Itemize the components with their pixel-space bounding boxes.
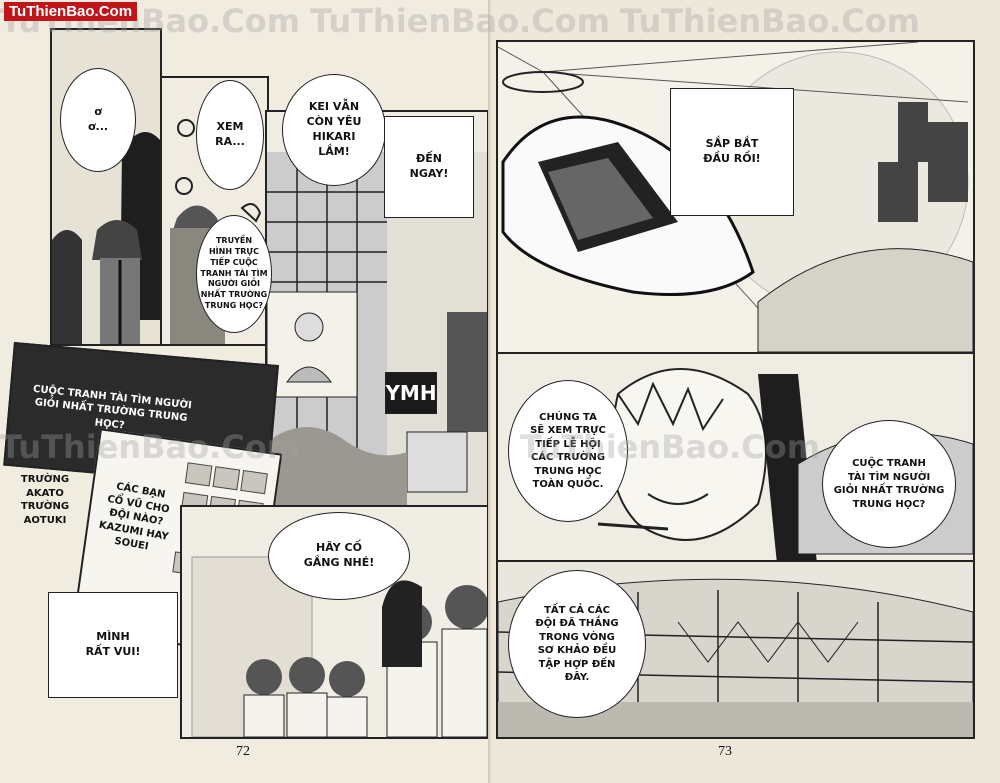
caption-sap-bat-dau: SẮP BẮT ĐẦU RỒI!	[670, 88, 794, 216]
speech-bubble-kei: KEI VẪN CÒN YÊU HIKARI LẮM!	[282, 74, 386, 186]
caption-cac-ban: CÁC BẠN CỔ VŨ CHO ĐỘI NÀO? KAZUMI HAY SO…	[98, 481, 171, 553]
speech-bubble-tat-ca: TẤT CẢ CÁC ĐỘI ĐÃ THẮNG TRONG VÒNG SƠ KH…	[508, 570, 646, 718]
caption-truong-akato: TRƯỜNG AKATO TRƯỜNG AOTUKI	[20, 474, 70, 526]
caption-den-ngay: ĐẾN NGAY!	[384, 116, 474, 218]
page-number-right: 73	[718, 744, 732, 759]
speech-bubble-truyen-hinh: TRUYỀN HÌNH TRỰC TIẾP CUỘC TRANH TÀI TÌM…	[196, 215, 272, 333]
site-brand-logo[interactable]: TuThienBao.Com	[4, 2, 138, 21]
speech-bubble-chung-ta: CHÚNG TA SẼ XEM TRỰC TIẾP LỄ HỘI CÁC TRƯ…	[508, 380, 628, 522]
speech-bubble-hay-co: HÃY CỐ GẮNG NHÉ!	[268, 512, 410, 600]
left-page: ơ ơ... XEM RA... TRUYỀN HÌNH TRỰC TIẾP C…	[0, 0, 492, 783]
speech-bubble-xem-ra: XEM RA...	[196, 80, 264, 190]
ymh-sign: YMH	[385, 372, 437, 414]
speech-bubble-o: ơ ơ...	[60, 68, 136, 172]
caption-minh-rat-vui: MÌNH RẤT VUI!	[48, 592, 178, 698]
page-number-left: 72	[236, 744, 250, 759]
speech-bubble-cuoc-tranh: CUỘC TRANH TÀI TÌM NGƯỜI GIỎI NHẤT TRƯỜN…	[822, 420, 956, 548]
right-page: SẮP BẮT ĐẦU RỒI! CHÚNG TA SẼ XEM TRỰC TI…	[492, 0, 1000, 783]
